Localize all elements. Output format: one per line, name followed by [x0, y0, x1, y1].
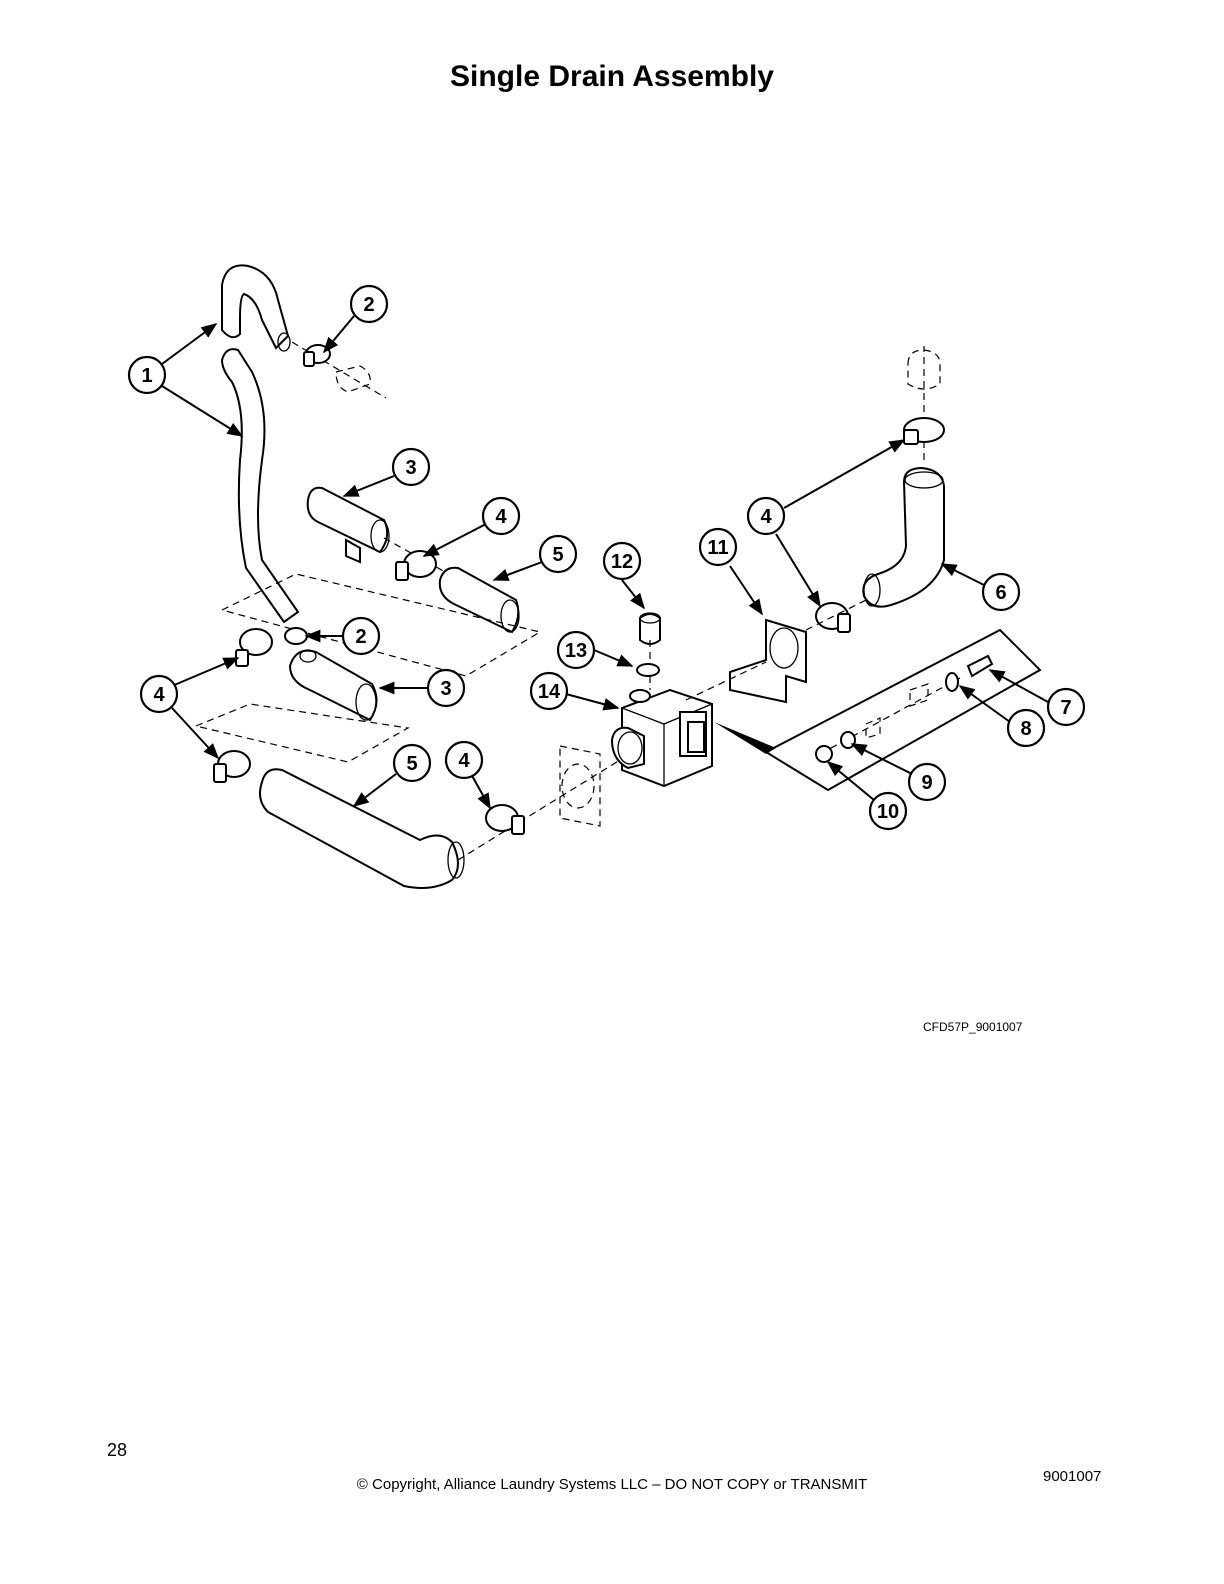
page-title: Single Drain Assembly	[450, 60, 774, 93]
svg-text:4: 4	[458, 750, 470, 772]
leader-lines	[161, 315, 1049, 810]
callout-5-bottom: 5	[392, 743, 432, 783]
svg-text:9: 9	[921, 772, 932, 794]
svg-text:2: 2	[363, 294, 374, 316]
callout-4-bottom: 4	[444, 740, 484, 780]
drain-tube-short	[438, 566, 520, 634]
valve-cap	[639, 612, 661, 645]
drain-elbow-tube	[259, 768, 465, 889]
callout-3-top: 3	[391, 447, 431, 487]
hose-clamp-large-3	[213, 750, 251, 783]
svg-text:10: 10	[877, 801, 899, 823]
svg-text:13: 13	[565, 640, 587, 662]
document-number: 9001007	[1043, 1468, 1102, 1485]
drain-hose-lower	[220, 348, 300, 624]
svg-text:3: 3	[405, 457, 416, 479]
hose-clamp-large-1	[395, 550, 437, 581]
svg-text:1: 1	[141, 365, 152, 387]
callout-9: 9	[907, 762, 947, 802]
hose-clamp-large-4	[485, 804, 525, 835]
hose-clamp-large-6	[903, 417, 945, 445]
svg-text:7: 7	[1060, 697, 1071, 719]
svg-text:4: 4	[495, 506, 507, 528]
page-number: 28	[107, 1440, 128, 1460]
callout-11: 11	[698, 527, 738, 567]
callout-8: 8	[1006, 708, 1046, 748]
svg-text:11: 11	[707, 537, 728, 559]
o-ring	[636, 663, 660, 677]
figure-code: CFD57P_9001007	[923, 1020, 1023, 1034]
callout-5-top: 5	[538, 534, 578, 574]
callout-10: 10	[868, 791, 908, 831]
drain-elbow-upright	[862, 466, 945, 608]
callout-2-top: 2	[349, 284, 389, 324]
drain-valve	[610, 688, 713, 788]
callout-7: 7	[1046, 687, 1086, 727]
callout-4-mid: 4	[481, 496, 521, 536]
svg-text:2: 2	[355, 626, 366, 648]
callout-2-mid: 2	[341, 616, 381, 656]
callout-13: 13	[556, 630, 596, 670]
drain-tube-lower	[288, 649, 378, 722]
drain-hose-upper	[221, 264, 291, 352]
hose-clamp-large-5	[815, 602, 851, 633]
callout-6: 6	[981, 572, 1021, 612]
svg-text:14: 14	[538, 681, 561, 703]
svg-text:5: 5	[406, 753, 417, 775]
callout-1: 1	[127, 355, 167, 395]
mounting-bracket	[729, 618, 807, 704]
callout-3-mid: 3	[426, 668, 466, 708]
callout-14: 14	[529, 671, 569, 711]
svg-text:6: 6	[995, 582, 1006, 604]
svg-text:5: 5	[552, 544, 563, 566]
callout-12: 12	[602, 541, 642, 581]
svg-text:3: 3	[440, 678, 451, 700]
copyright-notice: © Copyright, Alliance Laundry Systems LL…	[356, 1476, 868, 1493]
hose-clamp-large-2	[235, 628, 273, 667]
svg-text:4: 4	[760, 506, 772, 528]
drain-tube-upper	[306, 486, 390, 564]
svg-text:12: 12	[611, 551, 633, 573]
svg-text:8: 8	[1020, 718, 1031, 740]
svg-text:4: 4	[153, 684, 165, 706]
callout-4-left: 4	[139, 674, 179, 714]
callout-4-right: 4	[746, 496, 786, 536]
hardware-detail-box	[714, 628, 1042, 792]
hose-clamp-small-mid	[284, 627, 308, 645]
